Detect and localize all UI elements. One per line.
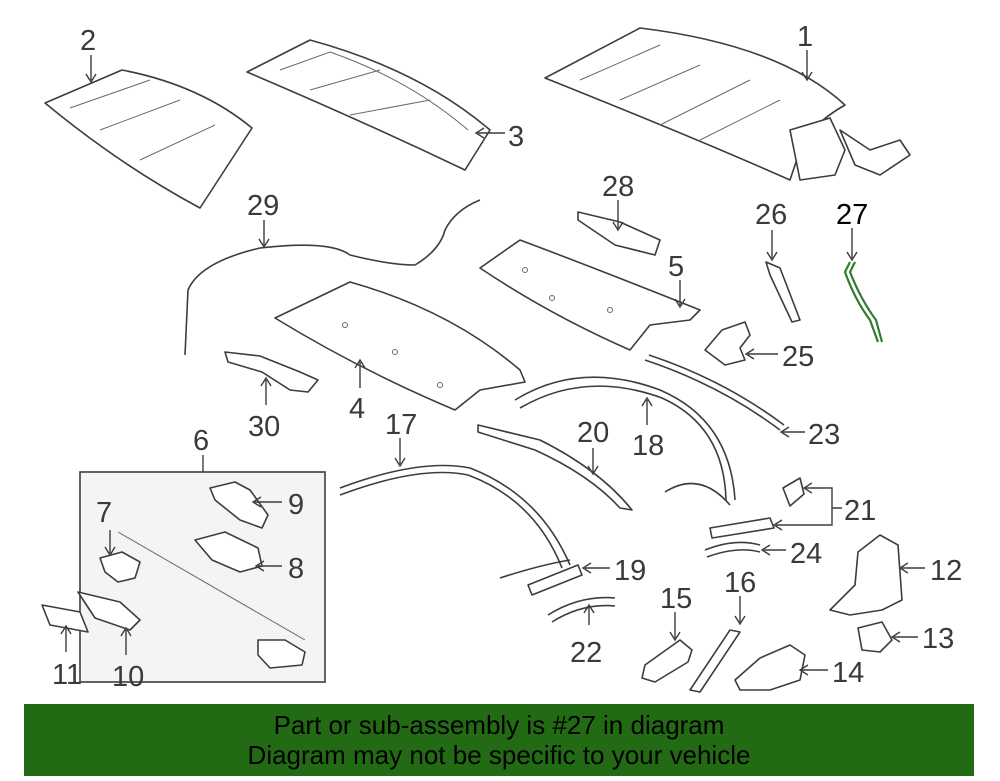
part-18-trim[interactable] bbox=[514, 376, 736, 501]
part-1-main-roof[interactable] bbox=[544, 27, 911, 181]
leader-16 bbox=[734, 596, 746, 626]
leader-20 bbox=[587, 448, 599, 476]
part-16-strut[interactable] bbox=[689, 629, 741, 693]
callout-30: 30 bbox=[248, 411, 280, 443]
leader-5 bbox=[674, 280, 686, 309]
part-23-strip[interactable] bbox=[644, 354, 785, 431]
part-27-cable[interactable] bbox=[843, 261, 884, 343]
callout-25: 25 bbox=[782, 341, 814, 373]
part-30-handle[interactable] bbox=[224, 351, 319, 393]
part-13-plate[interactable] bbox=[857, 621, 893, 653]
callout-8: 8 bbox=[288, 553, 304, 585]
leader-17 bbox=[394, 438, 406, 468]
callout-20: 20 bbox=[577, 417, 609, 449]
leader-23 bbox=[779, 426, 805, 438]
leader-19 bbox=[581, 562, 610, 574]
part-24-strip[interactable] bbox=[704, 541, 761, 558]
part-29-cable[interactable] bbox=[184, 199, 481, 356]
callout-4: 4 bbox=[349, 393, 365, 425]
part-11-pad[interactable] bbox=[41, 604, 89, 633]
callout-10: 10 bbox=[112, 661, 144, 693]
leader-11 bbox=[60, 624, 72, 652]
leader-12 bbox=[898, 562, 925, 574]
banner-line-2: Diagram may not be specific to your vehi… bbox=[247, 740, 751, 770]
callout-9: 9 bbox=[288, 489, 304, 521]
leader-30 bbox=[260, 376, 272, 405]
callout-11: 11 bbox=[52, 659, 82, 691]
callout-6: 6 bbox=[193, 425, 209, 457]
callout-28: 28 bbox=[602, 171, 634, 203]
leader-21 bbox=[772, 482, 842, 531]
part-25-bracket[interactable] bbox=[704, 321, 751, 366]
leader-15 bbox=[669, 612, 681, 642]
callout-29: 29 bbox=[247, 190, 279, 222]
callout-13: 13 bbox=[922, 623, 954, 655]
leader-18 bbox=[641, 396, 653, 425]
leader-28 bbox=[612, 200, 624, 232]
part-4-headliner[interactable] bbox=[274, 281, 526, 411]
part-9-latch[interactable] bbox=[209, 481, 269, 529]
callout-3: 3 bbox=[508, 121, 524, 153]
part-17-rail[interactable] bbox=[339, 464, 571, 569]
part-15-bracket[interactable] bbox=[641, 639, 693, 683]
leader-27 bbox=[846, 228, 858, 262]
part-7-clip[interactable] bbox=[99, 531, 306, 641]
callout-1: 1 bbox=[797, 21, 813, 53]
leader-29 bbox=[258, 220, 270, 249]
part-18-end bbox=[664, 482, 731, 506]
callout-22: 22 bbox=[570, 637, 602, 669]
leader-24 bbox=[760, 544, 786, 556]
part-12-hinge[interactable] bbox=[829, 534, 903, 616]
callout-19: 19 bbox=[614, 555, 646, 587]
notice-banner: Part or sub-assembly is #27 in diagram D… bbox=[24, 704, 974, 776]
leader-10 bbox=[120, 626, 132, 655]
leader-8 bbox=[254, 560, 282, 572]
leader-1 bbox=[801, 50, 813, 82]
banner-line-1: Part or sub-assembly is #27 in diagram bbox=[273, 710, 725, 740]
leader-3 bbox=[474, 127, 505, 139]
callout-16: 16 bbox=[724, 567, 756, 599]
part-20-rail[interactable] bbox=[477, 424, 633, 511]
part-22-strip[interactable] bbox=[547, 596, 616, 623]
part-5-header-panel[interactable] bbox=[479, 239, 701, 351]
part-26-rod[interactable] bbox=[765, 261, 801, 323]
part-17-end bbox=[499, 559, 571, 579]
callout-26: 26 bbox=[755, 199, 787, 231]
callout-5: 5 bbox=[668, 251, 684, 283]
callout-2: 2 bbox=[80, 25, 96, 57]
part-10-pad[interactable] bbox=[77, 591, 141, 631]
callout-21: 21 bbox=[844, 495, 876, 527]
part-6-lock[interactable] bbox=[257, 639, 306, 669]
callout-18: 18 bbox=[632, 430, 664, 462]
leader-7 bbox=[104, 530, 116, 557]
parts-diagram: 2 3 1 29 28 5 26 27 bbox=[41, 21, 962, 693]
callout-15: 15 bbox=[660, 583, 692, 615]
leader-2 bbox=[85, 55, 97, 84]
callout-27: 27 bbox=[836, 199, 868, 231]
callout-23: 23 bbox=[808, 419, 840, 451]
callout-12: 12 bbox=[930, 555, 962, 587]
part-21-trim[interactable] bbox=[709, 477, 805, 539]
leader-22 bbox=[583, 603, 595, 625]
leader-25 bbox=[744, 348, 778, 360]
part-28-bracket[interactable] bbox=[577, 211, 661, 256]
callout-7: 7 bbox=[96, 497, 112, 529]
part-19-rail[interactable] bbox=[527, 564, 583, 596]
callout-14: 14 bbox=[832, 657, 864, 689]
part-14-hinge[interactable] bbox=[734, 644, 806, 691]
callout-24: 24 bbox=[790, 538, 822, 570]
leader-13 bbox=[890, 631, 918, 643]
part-2-roof-panel[interactable] bbox=[44, 69, 253, 209]
leader-14 bbox=[798, 664, 828, 676]
leader-26 bbox=[766, 230, 778, 262]
callout-17: 17 bbox=[385, 409, 417, 441]
part-3-roof-frame[interactable] bbox=[246, 39, 491, 171]
leader-9 bbox=[251, 496, 282, 508]
leader-4 bbox=[354, 358, 366, 388]
